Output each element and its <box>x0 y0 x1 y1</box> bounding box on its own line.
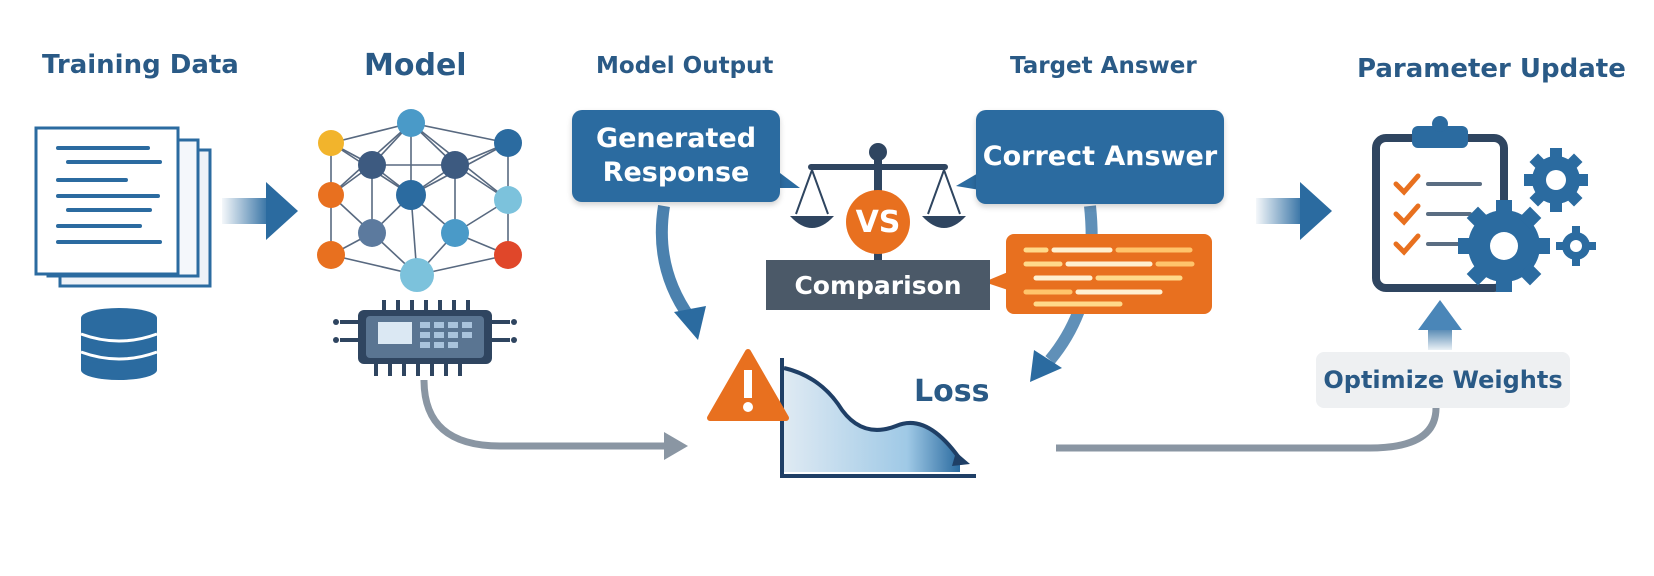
heading-training-data: Training Data <box>42 50 239 80</box>
vs-badge: VS <box>846 190 910 254</box>
loss-label: Loss <box>914 374 990 409</box>
gear-icon <box>1556 226 1596 266</box>
heading-model: Model <box>364 48 467 83</box>
arrow-right-icon <box>1256 182 1332 240</box>
comparison-label: Comparison <box>766 260 990 310</box>
gear-icon <box>1458 200 1550 292</box>
optimize-weights-label: Optimize Weights <box>1316 352 1570 408</box>
generated-to-loss-arrow <box>655 205 695 322</box>
chip-to-loss-arrow <box>420 379 668 450</box>
arrow-right-icon <box>222 182 298 240</box>
database-icon <box>80 308 158 380</box>
heading-parameter-update: Parameter Update <box>1357 54 1626 84</box>
loss-to-optimize-arrow <box>1056 407 1440 452</box>
heading-model-output: Model Output <box>596 53 774 79</box>
neural-network-icon <box>317 109 522 292</box>
gear-icon <box>1524 148 1588 212</box>
warning-icon <box>707 349 789 421</box>
arrow-up-icon <box>1418 300 1462 350</box>
correct-answer-bubble: Correct Answer <box>976 110 1224 204</box>
heading-target-answer: Target Answer <box>1010 53 1197 79</box>
chip-icon <box>333 300 517 376</box>
code-snippet-icon <box>984 234 1212 314</box>
generated-response-bubble: Generated Response <box>572 110 780 202</box>
document-stack-icon <box>34 126 212 288</box>
